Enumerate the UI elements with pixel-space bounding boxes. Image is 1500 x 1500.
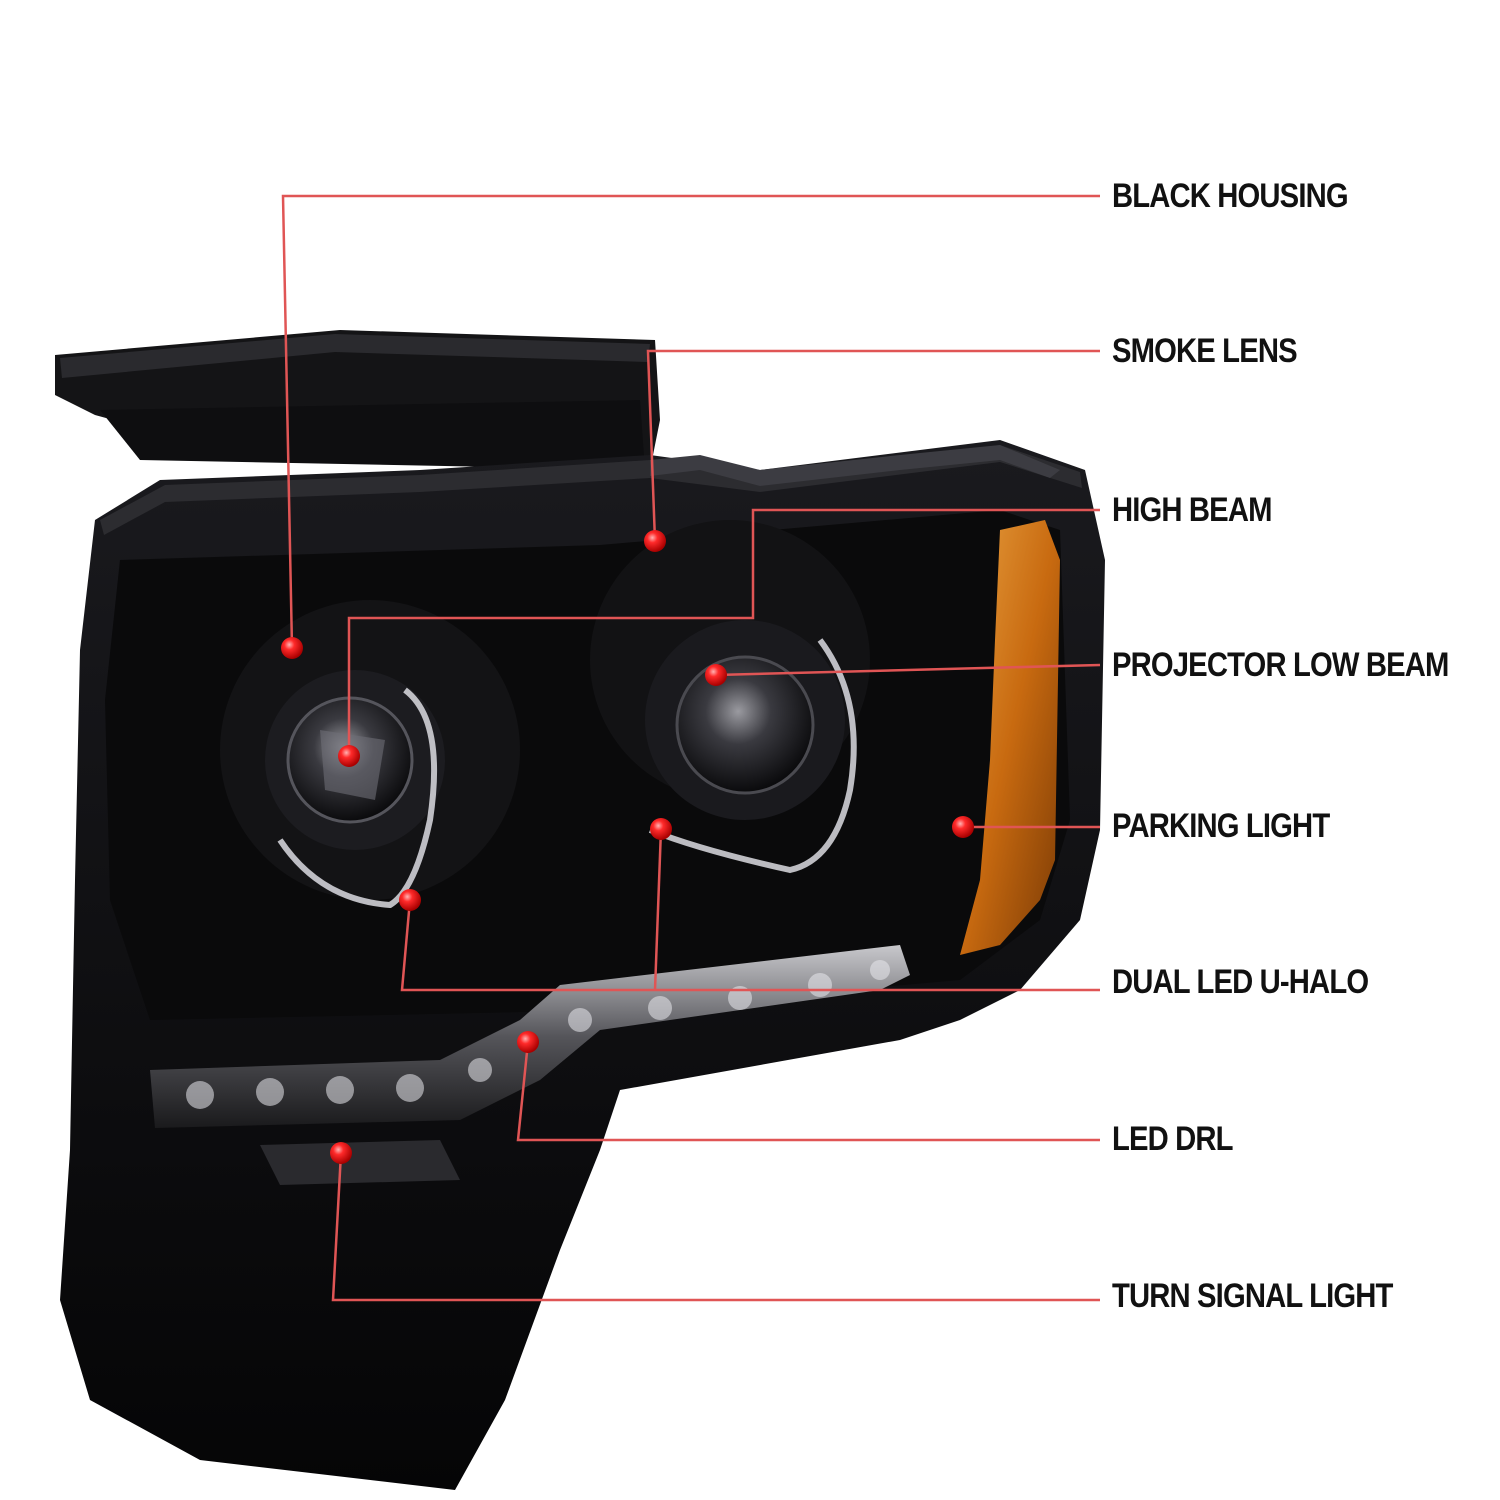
label-parking-light: PARKING LIGHT bbox=[1112, 807, 1330, 845]
label-smoke-lens: SMOKE LENS bbox=[1112, 332, 1298, 370]
u-halo-left bbox=[277, 687, 438, 909]
dot-u-halo-left bbox=[399, 889, 421, 911]
label-led-drl: LED DRL bbox=[1112, 1120, 1234, 1158]
dot-black-housing bbox=[281, 637, 303, 659]
high-beam-assembly bbox=[220, 600, 520, 900]
mounting-bracket bbox=[55, 330, 660, 470]
dot-u-halo-right bbox=[650, 818, 672, 840]
line-high-beam bbox=[347, 508, 1100, 756]
line-dual-led-u-halo-b bbox=[653, 828, 663, 991]
dot-high-beam bbox=[338, 745, 360, 767]
dot-projector-low-beam bbox=[705, 664, 727, 686]
line-led-drl bbox=[516, 1041, 1100, 1142]
dot-smoke-lens bbox=[644, 530, 666, 552]
projector-low-beam-assembly bbox=[590, 520, 870, 820]
label-turn-signal-light: TURN SIGNAL LIGHT bbox=[1112, 1277, 1393, 1315]
label-black-housing: BLACK HOUSING bbox=[1112, 177, 1349, 215]
u-halo-right bbox=[648, 638, 857, 874]
dot-turn-signal bbox=[330, 1142, 352, 1164]
line-smoke-lens bbox=[646, 349, 1100, 542]
line-turn-signal bbox=[331, 1152, 1100, 1302]
label-high-beam: HIGH BEAM bbox=[1112, 491, 1272, 529]
turn-signal-lens bbox=[260, 1140, 460, 1185]
line-dual-led-u-halo-a bbox=[400, 899, 1100, 992]
dot-parking-light bbox=[952, 816, 974, 838]
line-projector-low-beam bbox=[715, 663, 1101, 677]
dot-led-drl bbox=[517, 1031, 539, 1053]
parking-light-lens bbox=[960, 520, 1060, 955]
label-dual-led-u-halo: DUAL LED U-HALO bbox=[1112, 963, 1369, 1001]
label-projector-low-beam: PROJECTOR LOW BEAM bbox=[1112, 646, 1449, 684]
callout-lines bbox=[281, 194, 1101, 1302]
line-black-housing bbox=[281, 194, 1100, 649]
callout-dots bbox=[281, 530, 974, 1164]
